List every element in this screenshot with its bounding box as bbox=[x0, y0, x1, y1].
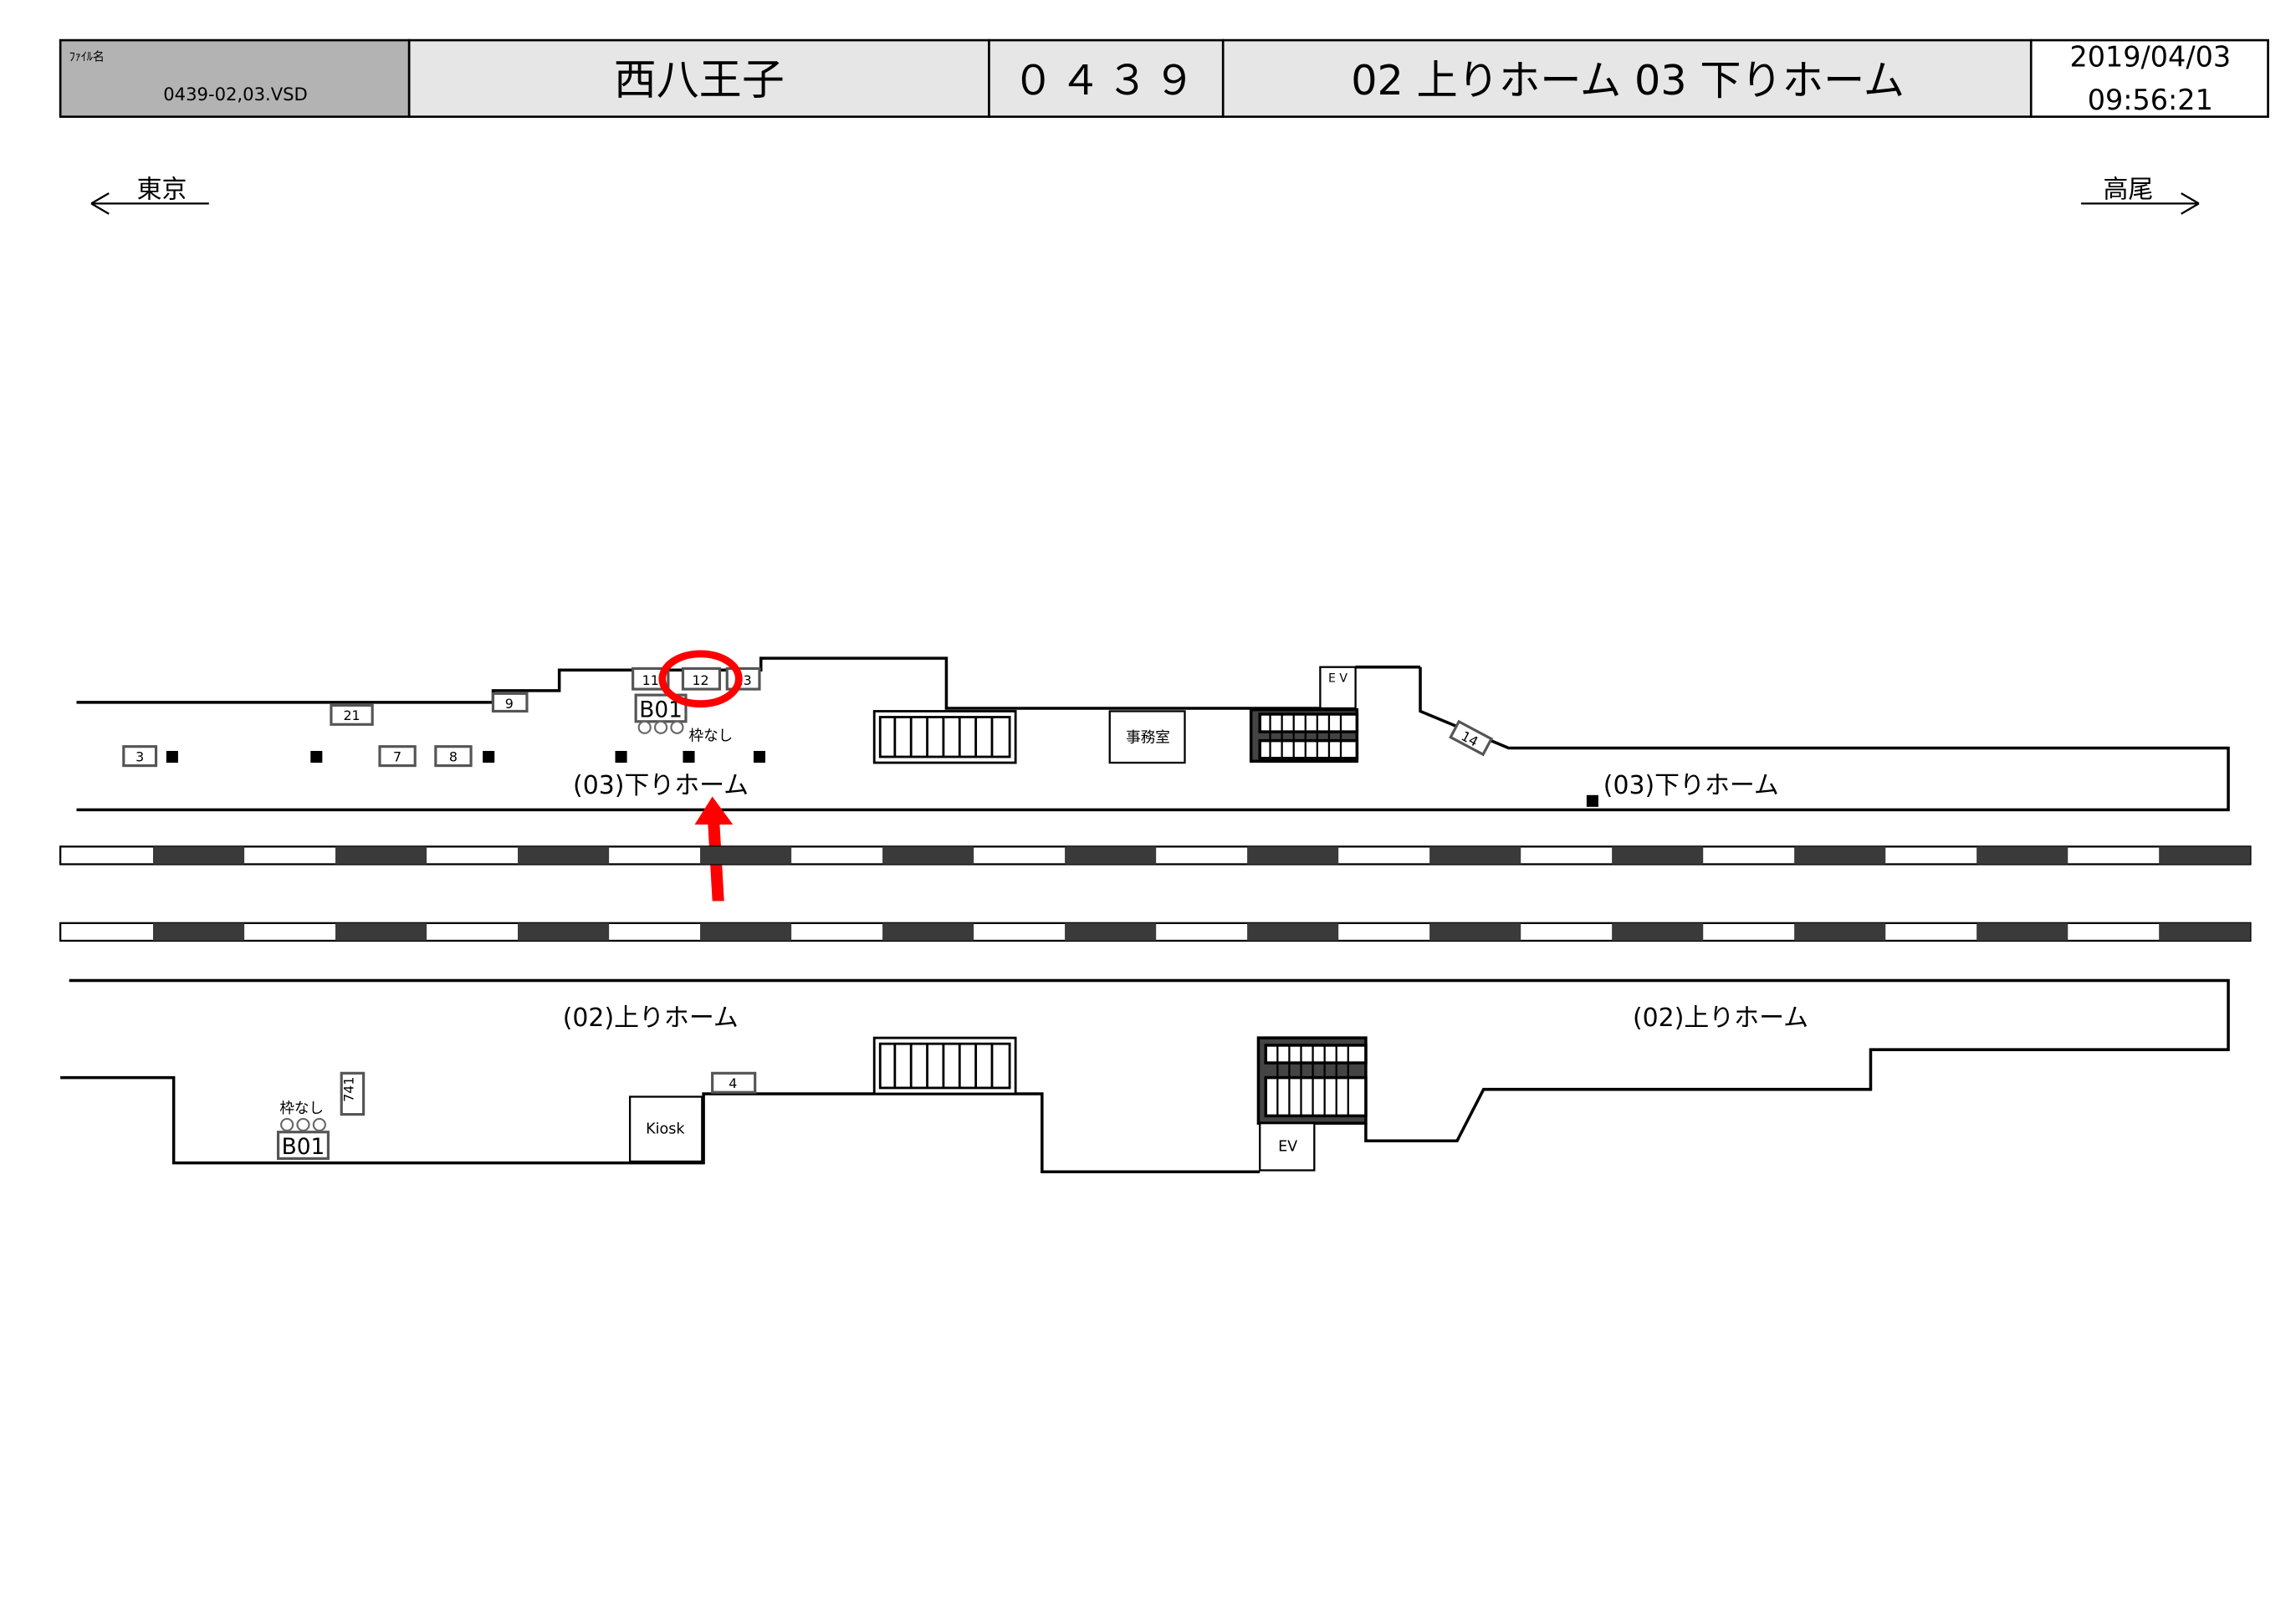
station-cell bbox=[407, 38, 990, 118]
b01-upper-label: B01 bbox=[639, 698, 683, 723]
platform-title: 02 上りホーム 03 下りホーム bbox=[1351, 56, 1905, 105]
platform-cell bbox=[1221, 38, 2033, 118]
lights-upper bbox=[637, 720, 684, 734]
track-hatch bbox=[153, 846, 245, 865]
kiosk bbox=[628, 1095, 703, 1163]
board-3[interactable] bbox=[122, 745, 158, 768]
board-14[interactable] bbox=[1449, 719, 1494, 757]
lights-lower bbox=[280, 1117, 326, 1132]
lower-platform-label: (02)上りホーム bbox=[563, 1004, 739, 1033]
upper-escalator bbox=[1249, 707, 1359, 763]
upper-platform-label-2: (03)下りホーム bbox=[1603, 771, 1779, 800]
board-b01-lower[interactable] bbox=[276, 1131, 330, 1160]
tracks bbox=[59, 845, 2252, 942]
lower-stairs bbox=[872, 1036, 1017, 1095]
track-hatch bbox=[882, 922, 974, 941]
track-hatch bbox=[1065, 922, 1157, 941]
track-hatch bbox=[1976, 846, 2068, 865]
board-7[interactable] bbox=[378, 745, 417, 768]
track-hatch bbox=[518, 846, 610, 865]
board-label: 3 bbox=[136, 748, 144, 764]
file-cell bbox=[59, 38, 411, 118]
board-12[interactable] bbox=[681, 666, 722, 691]
board-13[interactable] bbox=[725, 666, 761, 691]
track-hatch bbox=[518, 922, 610, 941]
track-hatch bbox=[1612, 846, 1704, 865]
track-hatch bbox=[1429, 922, 1521, 941]
lower-elevator bbox=[1259, 1122, 1316, 1172]
header-bar bbox=[59, 38, 2269, 118]
track-hatch bbox=[1247, 846, 1339, 865]
track-hatch bbox=[1976, 922, 2068, 941]
office-label: 事務室 bbox=[1126, 729, 1170, 746]
lower-platform-label-2: (02)上りホーム bbox=[1633, 1004, 1808, 1033]
time: 09:56:21 bbox=[2088, 84, 2213, 116]
track-hatch bbox=[335, 922, 427, 941]
date: 2019/04/03 bbox=[2069, 41, 2231, 74]
office bbox=[1108, 710, 1186, 764]
track-hatch bbox=[1247, 922, 1339, 941]
file-label: ﾌｧｲﾙ名 bbox=[69, 51, 105, 64]
board-label: 12 bbox=[692, 672, 708, 688]
b01-lower-label: B01 bbox=[282, 1135, 325, 1160]
station-name: 西八王子 bbox=[614, 56, 785, 105]
board-label: 8 bbox=[449, 748, 458, 764]
station-code: ０４３９ bbox=[1013, 56, 1201, 105]
direction-tokyo: 東京 bbox=[137, 175, 187, 204]
track-hatch bbox=[1065, 846, 1157, 865]
highlight-circle bbox=[658, 650, 743, 708]
board-label: 7 bbox=[393, 748, 401, 764]
board-9[interactable] bbox=[491, 692, 529, 713]
kiosk-label: Kiosk bbox=[646, 1121, 685, 1137]
board-4[interactable] bbox=[711, 1071, 757, 1094]
lower-escalator bbox=[1256, 1036, 1368, 1125]
board-8[interactable] bbox=[434, 745, 473, 768]
lower-platform-outline bbox=[60, 978, 2230, 1173]
upper-stairs bbox=[872, 710, 1017, 764]
no-frame-lower: 枠なし bbox=[279, 1101, 324, 1117]
track-hatch bbox=[1794, 922, 1886, 941]
datetime-cell bbox=[2029, 38, 2269, 118]
upper-ev-label: E V bbox=[1328, 672, 1347, 685]
upper-elevator bbox=[1319, 666, 1357, 710]
track-hatch bbox=[2159, 922, 2251, 941]
upper-platform-label: (03)下りホーム bbox=[573, 771, 749, 800]
file-name: 0439-02,03.VSD bbox=[163, 84, 308, 105]
code-cell bbox=[988, 38, 1225, 118]
track-hatch bbox=[335, 846, 427, 865]
board-label: 4 bbox=[729, 1075, 737, 1091]
lower-ev-label: EV bbox=[1278, 1139, 1297, 1156]
board-label: 741 bbox=[340, 1077, 356, 1102]
track-hatch bbox=[1794, 846, 1886, 865]
track-hatch bbox=[1612, 922, 1704, 941]
board-label: 11 bbox=[642, 672, 659, 688]
direction-takao: 高尾 bbox=[2103, 175, 2153, 204]
left-arrow-icon bbox=[90, 192, 209, 215]
board-21[interactable] bbox=[330, 703, 374, 726]
board-label: 9 bbox=[505, 696, 514, 712]
no-frame-upper: 枠なし bbox=[689, 728, 734, 745]
track-hatch bbox=[153, 922, 245, 941]
track-hatch bbox=[1429, 846, 1521, 865]
track-hatch bbox=[700, 922, 792, 941]
pillars-upper bbox=[166, 750, 1598, 807]
track-hatch bbox=[700, 846, 792, 865]
board-label: 21 bbox=[343, 707, 360, 723]
right-arrow-icon bbox=[2081, 192, 2200, 215]
track-hatch bbox=[2159, 846, 2251, 865]
track-hatch bbox=[882, 846, 974, 865]
board-741[interactable] bbox=[340, 1071, 366, 1116]
